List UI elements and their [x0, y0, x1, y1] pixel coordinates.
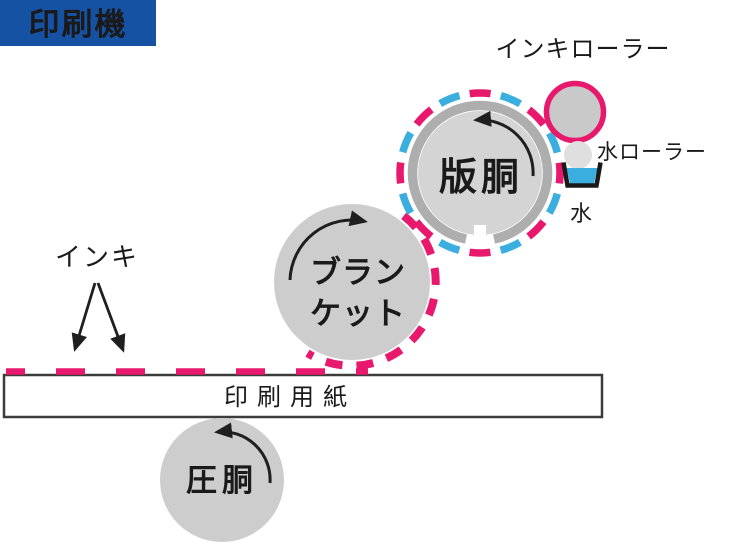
plate-cylinder-label: 版胴 [439, 155, 523, 199]
blanket-ink-dash-arc [305, 212, 440, 370]
plate-clamp-notch [474, 225, 486, 238]
title-box [0, 0, 156, 46]
paper-label: 印刷用紙 [224, 383, 356, 411]
blanket-label-line2: ケット [310, 296, 406, 332]
paper-sheet [2, 373, 604, 419]
plate-cylinder-ring [407, 100, 553, 244]
impression-rotation-arrow [214, 422, 272, 484]
ink-arrow-left [71, 282, 97, 352]
water-roller-circle [564, 141, 592, 169]
impression-cylinder-circle [160, 418, 284, 542]
water-tray-outline [561, 162, 603, 188]
page-title: 印刷機 [29, 7, 128, 43]
impression-cylinder-label: 圧胴 [186, 463, 258, 499]
plate-rotation-arrow [473, 110, 535, 177]
plate-cylinder-body [418, 111, 542, 235]
ink-arrow-right [96, 282, 126, 353]
ink-roller-circle [543, 80, 607, 144]
blanket-rotation-arrow [288, 210, 368, 281]
plate-dash-ring-magenta [396, 89, 564, 257]
water-roller-label: 水ローラー [597, 140, 707, 164]
blanket-cylinder-circle [274, 204, 430, 360]
blanket-label-line1: ブラン [310, 255, 406, 291]
ink-label: インキ [55, 243, 139, 273]
ink-roller-label: インキローラー [496, 35, 671, 63]
water-tray-fill [566, 168, 598, 184]
water-label: 水 [570, 202, 592, 227]
